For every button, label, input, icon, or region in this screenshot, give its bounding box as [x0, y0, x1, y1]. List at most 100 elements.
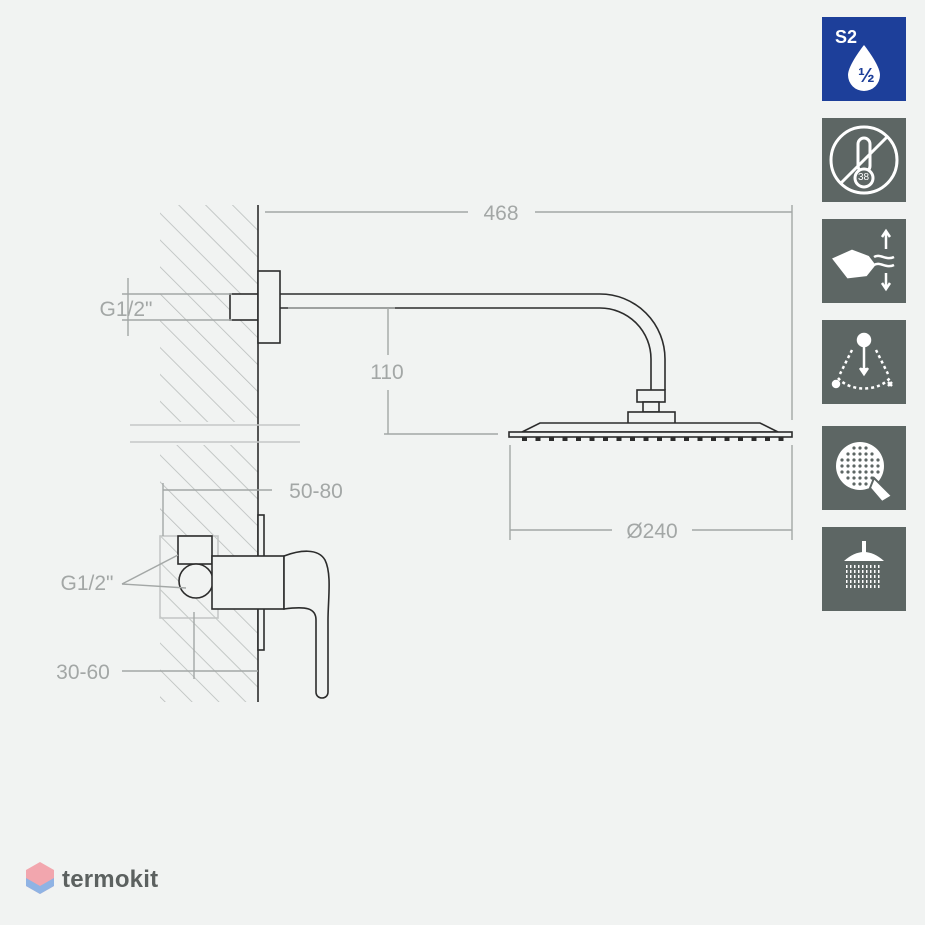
nozzle — [711, 437, 716, 441]
rain-drop — [854, 570, 856, 573]
nozzle-dot — [858, 464, 862, 468]
nozzle — [724, 437, 730, 441]
rain-drop — [866, 570, 868, 573]
nozzle — [616, 437, 622, 441]
nozzle-dot — [846, 476, 850, 480]
dim-drop-height: 110 — [370, 361, 403, 384]
rain-drop — [858, 570, 860, 573]
nozzle-dot — [864, 446, 868, 450]
rain-drop — [850, 570, 852, 573]
nozzle — [630, 437, 635, 441]
rain-drop — [862, 570, 864, 573]
rain-drop — [850, 585, 852, 588]
rain-drop — [870, 585, 872, 588]
rain-drop — [878, 570, 880, 573]
mixer-valve — [159, 514, 330, 699]
nozzle — [738, 437, 743, 441]
nozzle-dot — [870, 458, 874, 462]
nozzle-dot — [852, 476, 856, 480]
rain-drop — [866, 585, 868, 588]
rain-drop — [874, 570, 876, 573]
rain-drop — [854, 575, 856, 578]
rain-drop — [862, 585, 864, 588]
nozzle-dot — [864, 458, 868, 462]
nozzle — [684, 437, 689, 441]
nozzle-dot — [852, 464, 856, 468]
nozzle-dot — [852, 446, 856, 450]
nozzle-dot — [858, 452, 862, 456]
dim-thread-bottom: G1/2" — [61, 572, 114, 595]
shower-head — [508, 422, 793, 441]
nozzle-dot — [864, 470, 868, 474]
nozzle-dot — [858, 470, 862, 474]
nozzle — [643, 437, 649, 441]
nozzle-dot — [858, 446, 862, 450]
brand-name: termokit — [62, 866, 159, 893]
nozzle-dot — [876, 458, 880, 462]
nozzle-dot — [852, 482, 856, 486]
nozzle-dot — [846, 458, 850, 462]
swivel-hot-cold-icon — [822, 320, 906, 404]
rain-drop — [846, 570, 848, 573]
rain-drop — [846, 575, 848, 578]
nozzle — [589, 437, 595, 441]
nozzle-dot — [864, 464, 868, 468]
nozzle-dot — [876, 464, 880, 468]
nozzle-dot — [846, 452, 850, 456]
nozzle-dot — [858, 458, 862, 462]
nozzle-dot — [876, 470, 880, 474]
rain-drop — [870, 570, 872, 573]
rain-drop — [866, 575, 868, 578]
nozzle-dot — [840, 458, 844, 462]
rain-drop — [850, 575, 852, 578]
rain-drop — [870, 565, 872, 568]
rain-drop — [878, 580, 880, 583]
rain-drop — [878, 565, 880, 568]
rain-drop — [862, 565, 864, 568]
rain-drop — [866, 565, 868, 568]
shower-arm — [229, 270, 676, 425]
dim-inlet-depth: 30-60 — [56, 661, 110, 684]
nozzle-dot — [858, 476, 862, 480]
dim-overall-length: 468 — [483, 202, 518, 225]
nozzle — [549, 437, 554, 441]
nozzle-dot — [870, 452, 874, 456]
nozzle-dot — [852, 458, 856, 462]
rain-drop — [846, 580, 848, 583]
nozzle-dot — [852, 452, 856, 456]
rain-drop — [878, 575, 880, 578]
rain-drop — [862, 580, 864, 583]
nozzle-dot — [840, 470, 844, 474]
nozzle-dot — [864, 476, 868, 480]
nozzle-dot — [870, 470, 874, 474]
rain-drop — [846, 565, 848, 568]
dim-head-diameter: Ø240 — [626, 520, 677, 543]
rain-shower-head-icon — [822, 527, 906, 611]
nozzle-dot — [846, 464, 850, 468]
rain-drop — [858, 585, 860, 588]
rain-drop — [850, 580, 852, 583]
rain-drop — [870, 575, 872, 578]
dim-wall-depth: 50-80 — [289, 480, 343, 503]
rain-drop — [858, 580, 860, 583]
rain-drop — [858, 575, 860, 578]
nozzle — [751, 437, 757, 441]
rain-drop — [846, 585, 848, 588]
rain-drop — [854, 580, 856, 583]
rain-drop — [854, 585, 856, 588]
rain-drop — [874, 565, 876, 568]
rain-drop — [858, 565, 860, 568]
rain-drop — [870, 580, 872, 583]
rain-drop — [854, 565, 856, 568]
nozzle — [765, 437, 770, 441]
rain-drop — [866, 580, 868, 583]
rain-drop — [878, 585, 880, 588]
s2-water-saving-icon: S2 ½ — [822, 17, 906, 101]
nozzle — [778, 437, 784, 441]
nozzle-dot — [870, 464, 874, 468]
nozzle — [657, 437, 662, 441]
nozzle-dot — [840, 464, 844, 468]
nozzle — [535, 437, 541, 441]
rain-drop — [874, 580, 876, 583]
rain-drop — [874, 575, 876, 578]
